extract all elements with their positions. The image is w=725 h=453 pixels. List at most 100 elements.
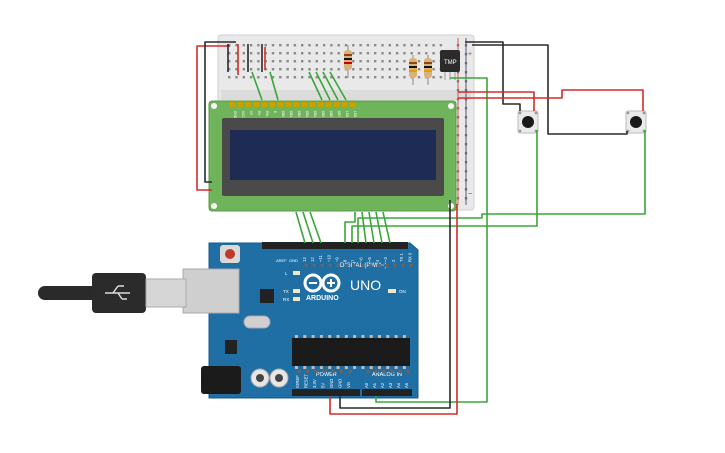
lcd-pin[interactable] (334, 102, 339, 107)
led-rx: RX (283, 297, 300, 302)
wire-red (329, 204, 458, 415)
lcd-pin[interactable] (342, 102, 347, 107)
pin-label: 12 (310, 257, 315, 262)
pushbutton-2[interactable] (625, 110, 647, 134)
lcd-pin-label: DB6 (329, 111, 333, 117)
power-header (292, 389, 360, 396)
header-pin[interactable] (390, 370, 394, 373)
lcd-pin[interactable] (262, 102, 267, 107)
lcd-pin-label: LED (345, 111, 349, 118)
power-label: POWER (316, 372, 337, 378)
pin-label: RESET (304, 374, 309, 388)
capacitor (269, 368, 289, 388)
header-pin[interactable] (369, 264, 373, 267)
lcd-pin-label: RW (265, 111, 269, 116)
header-pin[interactable] (312, 264, 316, 267)
lcd-pin-label: V0 (249, 111, 253, 115)
header-pin[interactable] (385, 264, 389, 267)
lcd-pin-label: DB7 (337, 111, 341, 117)
header-pin[interactable] (331, 370, 335, 373)
header-pin[interactable] (409, 264, 413, 267)
header-pin[interactable] (320, 264, 324, 267)
header-pin[interactable] (366, 370, 370, 373)
pin-label: ~3 (383, 257, 388, 262)
lcd-pin-label: GND (233, 111, 237, 119)
lcd-pin[interactable] (294, 102, 299, 107)
header-pin[interactable] (328, 264, 332, 267)
lcd-pin[interactable] (302, 102, 307, 107)
lcd-pin[interactable] (238, 102, 243, 107)
lcd-pin[interactable] (310, 102, 315, 107)
lcd-pin[interactable] (270, 102, 275, 107)
header-pin[interactable] (336, 264, 340, 267)
lcd-pin[interactable] (254, 102, 259, 107)
header-pin[interactable] (323, 370, 326, 373)
lcd-pin[interactable] (318, 102, 323, 107)
header-pin[interactable] (345, 264, 348, 267)
lcd-pin-label: DB2 (297, 111, 301, 117)
brand-label: ARDUINO (306, 295, 339, 302)
pin-label: GND (338, 379, 343, 388)
atmega-chip (292, 338, 410, 366)
wire-black (204, 41, 236, 183)
lcd-pin[interactable] (246, 102, 251, 107)
lcd-pin[interactable] (278, 102, 283, 107)
svg-text:TX: TX (283, 289, 289, 294)
header-pin[interactable] (353, 264, 357, 267)
pin-label: ~6 (359, 257, 364, 262)
resistor[interactable] (424, 55, 432, 85)
lcd-pin-label: LED (353, 111, 357, 118)
pin-label: A0 (364, 382, 369, 388)
wire-red (458, 89, 644, 111)
power-jack (201, 366, 241, 394)
svg-text:RX: RX (283, 297, 289, 302)
wire-red (458, 91, 535, 111)
pin-label: 8 (343, 259, 348, 262)
lcd-pin-label: DB4 (313, 111, 317, 117)
svg-text:L: L (285, 271, 288, 276)
header-pin[interactable] (340, 370, 343, 373)
reset-button[interactable] (220, 245, 240, 263)
pin-label: A5 (404, 382, 409, 388)
header-pin[interactable] (382, 370, 386, 373)
pin-label: 4 (375, 259, 380, 262)
led-tx: TX (283, 289, 300, 294)
pushbutton-1[interactable] (517, 110, 539, 134)
wire-green (375, 77, 488, 403)
header-pin[interactable] (304, 264, 308, 267)
header-pin[interactable] (297, 370, 301, 373)
lcd-pin[interactable] (286, 102, 291, 107)
pin-label: A1 (372, 382, 377, 388)
header-pin[interactable] (348, 370, 352, 373)
led-l: L (285, 271, 300, 276)
header-pin[interactable] (393, 264, 397, 267)
lcd-pin-label: DB3 (305, 111, 309, 117)
lcd-pin[interactable] (350, 102, 355, 107)
usb-cable[interactable] (38, 273, 187, 313)
header-pin[interactable] (361, 264, 365, 267)
resistor[interactable] (344, 45, 352, 78)
pin-label: TX 1 (399, 252, 404, 262)
lcd-pin-label: E (273, 111, 277, 113)
pin-label: ~5 (367, 257, 372, 262)
header-pin[interactable] (374, 370, 378, 373)
header-pin[interactable] (401, 264, 405, 267)
lcd-pin[interactable] (230, 102, 235, 107)
header-pin[interactable] (406, 370, 410, 373)
svg-text:ON: ON (399, 289, 406, 294)
header-pin[interactable] (377, 264, 381, 267)
header-pin[interactable] (306, 370, 309, 373)
lcd-pin-label: DB1 (289, 111, 293, 117)
pin-label: 3.3V (312, 379, 317, 388)
header-pin[interactable] (314, 370, 318, 373)
pin-label: RX 0 (407, 252, 412, 262)
arduino-uno-board[interactable]: ARDUINO UNO DIGITAL (PWM~) AREF GND POWE… (182, 242, 419, 399)
lcd-pin[interactable] (326, 102, 331, 107)
header-pin[interactable] (398, 370, 402, 373)
resistor[interactable] (409, 55, 417, 85)
